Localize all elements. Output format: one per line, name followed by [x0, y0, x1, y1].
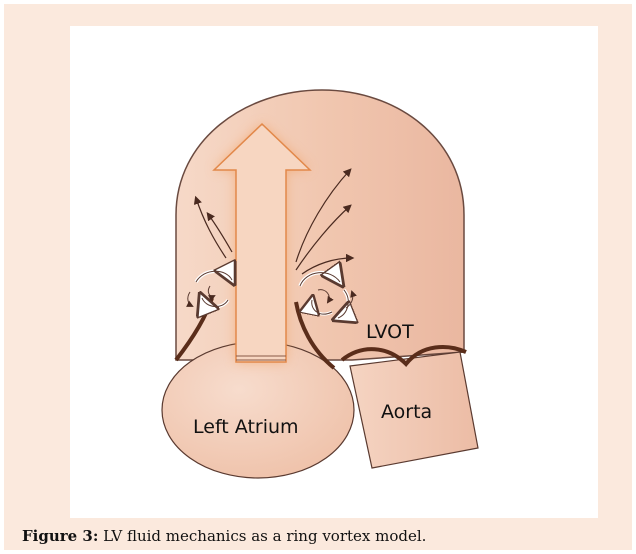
caption-text: LV fluid mechanics as a ring vortex mode… [103, 527, 426, 545]
left-atrium-label: Left Atrium [193, 416, 299, 438]
figure-caption: Figure 3: LV fluid mechanics as a ring v… [22, 527, 426, 545]
caption-label: Figure 3: [22, 527, 98, 545]
lvot-label: LVOT [366, 321, 414, 343]
left-ventricle [176, 90, 464, 360]
aorta-label: Aorta [381, 401, 432, 423]
